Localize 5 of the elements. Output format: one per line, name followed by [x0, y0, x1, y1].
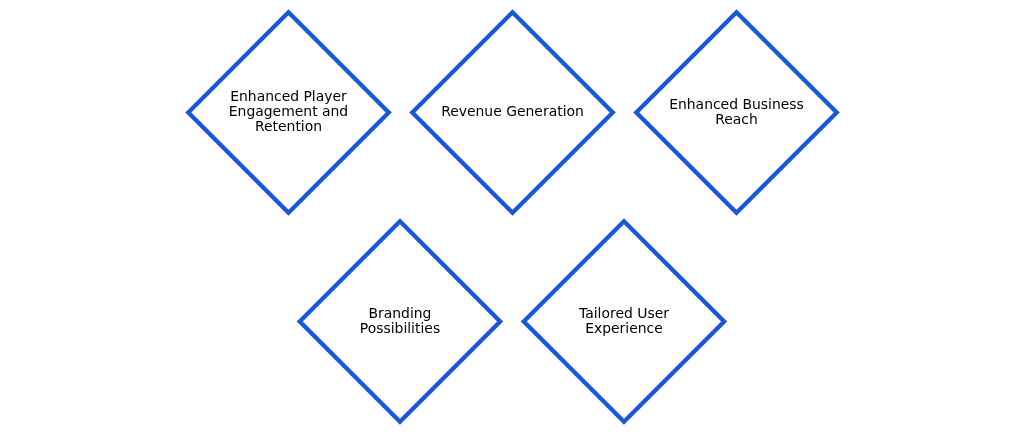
node-diamond: Revenue Generation: [408, 9, 616, 216]
node-diamond: Enhanced Business Reach: [632, 9, 840, 216]
node-diamond: Tailored User Experience: [520, 218, 727, 425]
node-diamond: Branding Possibilities: [296, 218, 503, 425]
node-diamond: Enhanced Player Engagement and Retention: [184, 9, 392, 216]
